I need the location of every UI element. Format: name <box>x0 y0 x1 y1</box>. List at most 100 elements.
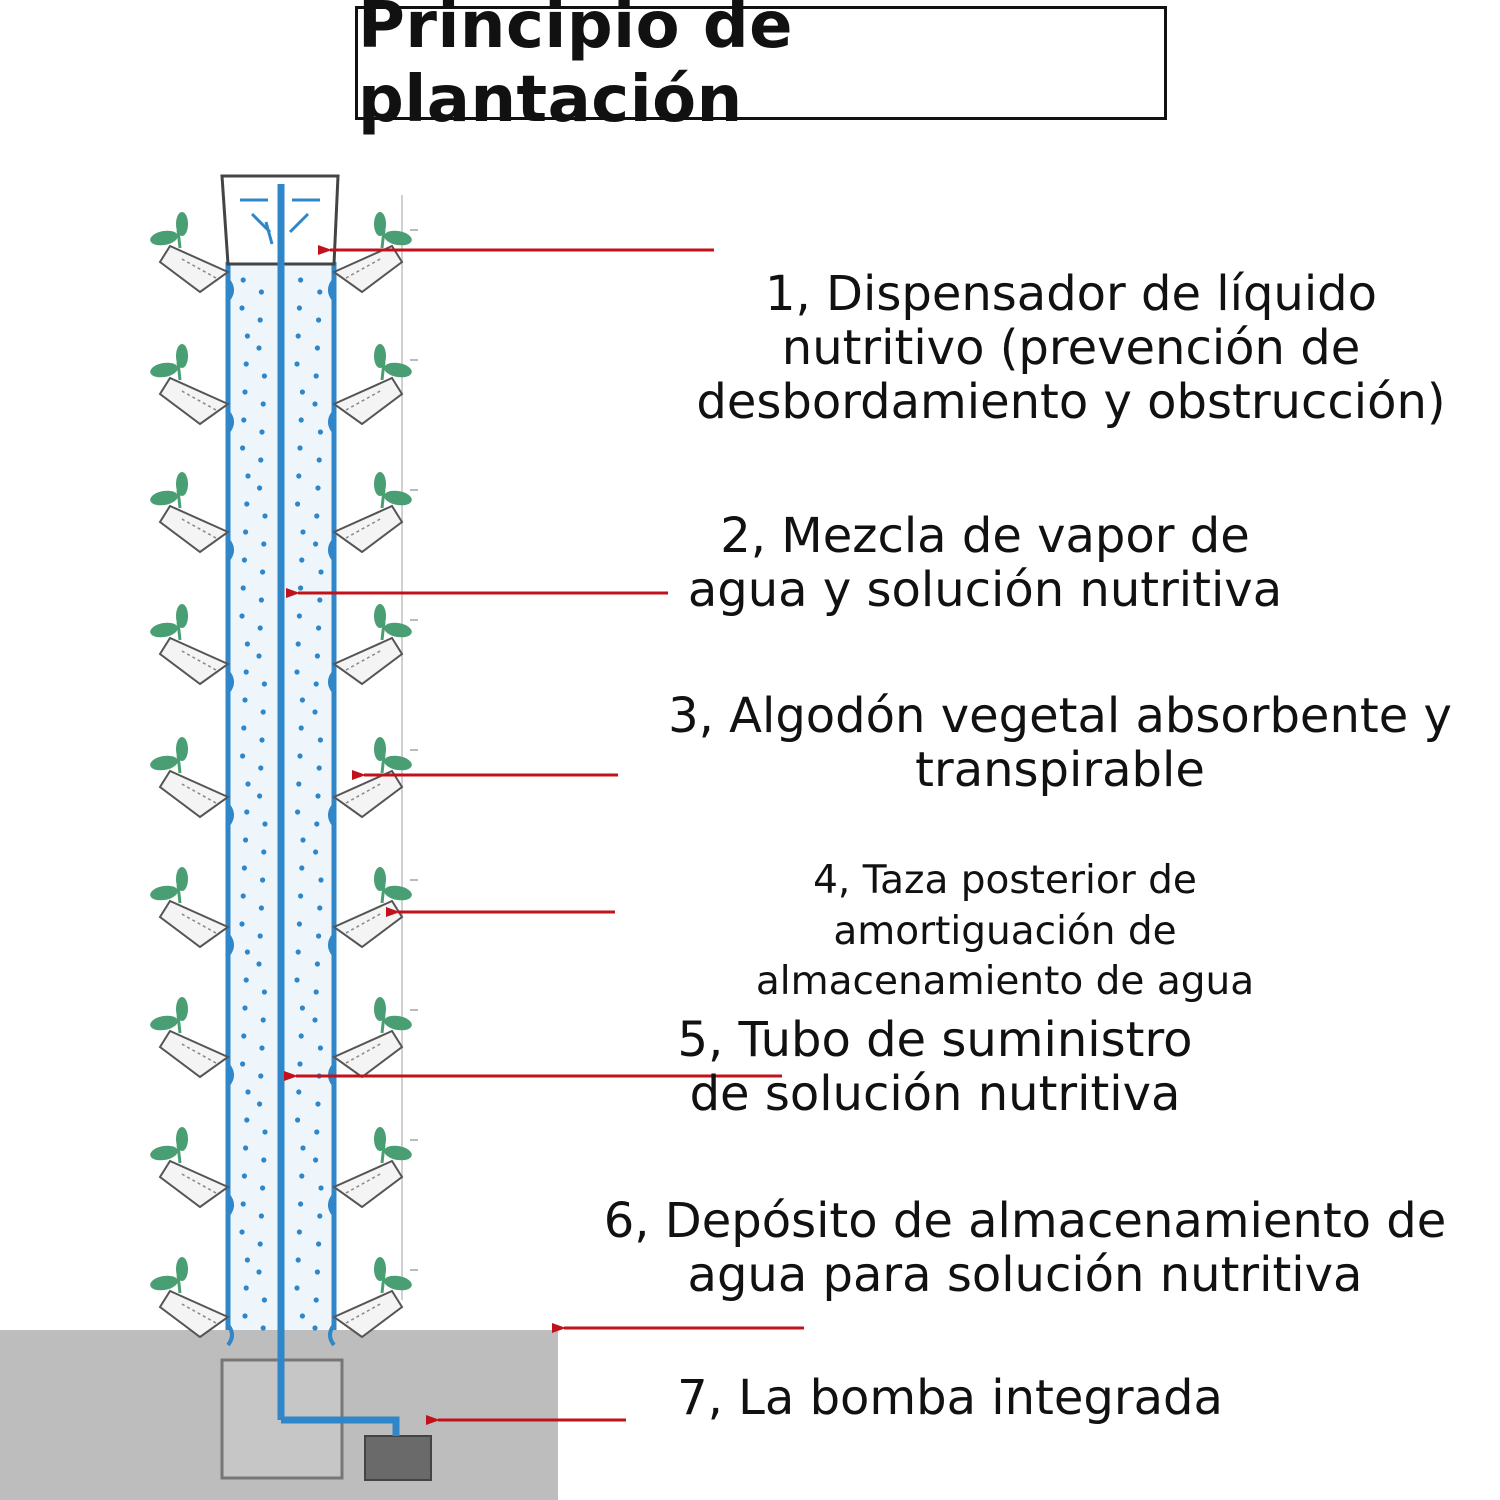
vapor-dot <box>299 389 305 395</box>
vapor-dot <box>256 961 262 967</box>
vapor-dot <box>312 1017 318 1023</box>
vapor-dot <box>315 485 321 491</box>
label-3-line: 3, Algodón vegetal absorbente y <box>668 688 1452 744</box>
vapor-dot <box>294 977 300 983</box>
vapor-dot <box>296 305 302 311</box>
leaf <box>384 1015 412 1031</box>
leaf <box>374 737 386 761</box>
label-4-line: almacenamiento de agua <box>755 959 1255 1005</box>
label-7-line: 7, La bomba integrada <box>677 1370 1223 1426</box>
vapor-dot <box>262 821 268 827</box>
pump-box <box>364 1435 432 1481</box>
planting-pocket <box>328 867 412 957</box>
vapor-dot <box>299 1005 305 1011</box>
vapor-dot <box>298 1201 304 1207</box>
planting-pocket <box>328 737 412 827</box>
vapor-dot <box>240 585 246 591</box>
vapor-dot <box>240 1061 246 1067</box>
vapor-dot <box>295 809 301 815</box>
planting-pocket <box>328 344 412 434</box>
vapor-dot <box>240 445 246 451</box>
vapor-dot <box>313 1297 319 1303</box>
pump-pipe <box>281 1416 400 1436</box>
vapor-dot <box>261 849 267 855</box>
vapor-dot <box>295 1117 301 1123</box>
vapor-dot <box>239 305 245 311</box>
leaf <box>176 867 188 891</box>
vapor-dot <box>317 737 323 743</box>
vapor-dot <box>317 289 323 295</box>
vapor-dot <box>241 1033 247 1039</box>
vapor-dot <box>243 837 249 843</box>
leaf <box>150 885 178 901</box>
leaf <box>374 472 386 496</box>
vapor-dot <box>295 333 301 339</box>
vapor-dot <box>298 417 304 423</box>
vapor-dot <box>317 1213 323 1219</box>
diagram-title: Principio de plantación <box>358 0 794 137</box>
vapor-dot <box>259 737 265 743</box>
vapor-dot <box>244 333 250 339</box>
vapor-dot <box>316 625 322 631</box>
spray-lines <box>240 198 320 245</box>
planting-pocket <box>328 604 412 694</box>
vapor-dot <box>299 1313 305 1319</box>
vapor-dot <box>259 1045 265 1051</box>
planting-pocket <box>150 867 234 957</box>
vapor-dot <box>300 529 306 535</box>
label-1-line: nutritivo (prevención de <box>781 319 1361 376</box>
vapor-dot <box>242 389 248 395</box>
vapor-dot <box>245 1089 251 1095</box>
vapor-dot <box>300 1145 306 1151</box>
planting-pocket <box>328 212 412 302</box>
vapor-dot <box>315 793 321 799</box>
label-4-line: 4, Taza posterior de <box>813 858 1197 903</box>
vapor-dot <box>295 641 301 647</box>
vapor-dot <box>314 1269 320 1275</box>
label-5: 5, Tubo de suministro de solución nutrit… <box>600 1012 1270 1122</box>
vapor-dot <box>318 877 324 883</box>
vapor-dot <box>243 529 249 535</box>
vapor-dot <box>243 1285 249 1291</box>
vapor-dot <box>242 1313 248 1319</box>
leaf <box>384 1275 412 1291</box>
leaf <box>150 1275 178 1291</box>
vapor-dot <box>317 905 323 911</box>
vapor-dot <box>313 373 319 379</box>
vapor-dot <box>244 1117 250 1123</box>
leaf <box>384 362 412 378</box>
vapor-dot <box>240 753 246 759</box>
vapor-dot <box>313 849 319 855</box>
vapor-dot <box>241 865 247 871</box>
vapor-dot <box>317 429 323 435</box>
leaf <box>176 1127 188 1151</box>
vapor-dot <box>294 1285 300 1291</box>
vapor-dot <box>316 1241 322 1247</box>
vapor-dot <box>314 821 320 827</box>
vapor-dot <box>318 1185 324 1191</box>
label-6: 6, Depósito de almacenamiento de agua pa… <box>555 1194 1495 1303</box>
vapor-dot <box>245 781 251 787</box>
vapor-dot <box>296 1229 302 1235</box>
vapor-dot <box>258 289 264 295</box>
vapor-dot <box>241 725 247 731</box>
vapor-dot <box>259 429 265 435</box>
planting-pocket <box>150 344 234 434</box>
vapor-dot <box>241 557 247 563</box>
vapor-dot <box>314 513 320 519</box>
vapor-dot <box>294 361 300 367</box>
label-5-line: 5, Tubo de suministro <box>677 1012 1193 1068</box>
vapor-dot <box>257 485 263 491</box>
vapor-dot <box>256 653 262 659</box>
leaf <box>150 1015 178 1031</box>
label-5-line: de solución nutritiva <box>689 1065 1181 1122</box>
label-4-line: amortiguación de <box>833 908 1177 954</box>
leaf <box>150 622 178 638</box>
vapor-dot <box>261 1297 267 1303</box>
label-3: 3, Algodón vegetal absorbente y transpir… <box>620 688 1500 798</box>
vapor-dot <box>258 1213 264 1219</box>
vapor-dot <box>245 473 251 479</box>
vapor-dot <box>297 1061 303 1067</box>
vapor-dot <box>243 361 249 367</box>
vapor-dot <box>299 557 305 563</box>
